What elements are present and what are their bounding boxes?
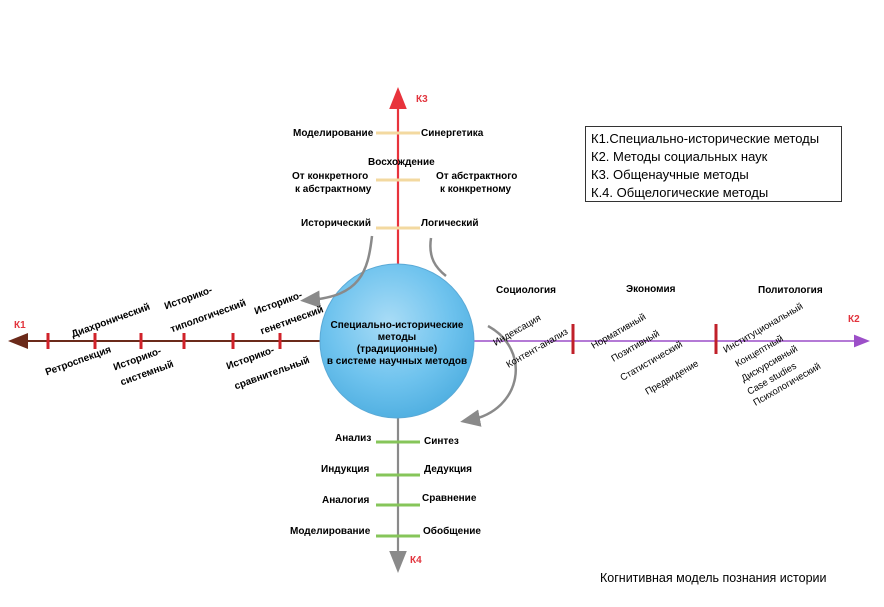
- curve-arrow-right-top: [429, 237, 447, 277]
- k3-label: К3: [416, 94, 428, 105]
- k3-term-synergetics: Синергетика: [421, 128, 484, 139]
- diagram-caption: Когнитивная модель познания истории: [600, 571, 827, 585]
- k3-term-logical: Логический: [421, 218, 479, 229]
- center-line-4: в системе научных методов: [326, 356, 468, 367]
- k3-term-ascent: Восхождение: [368, 157, 435, 168]
- legend-item-k2: К2. Методы социальных наук: [591, 149, 768, 164]
- k4-term-modeling: Моделирование: [290, 526, 371, 537]
- k2-header-economy: Экономия: [626, 284, 676, 295]
- center-line-1: Специально-исторические: [330, 320, 464, 331]
- k4-label: К4: [410, 555, 422, 566]
- curve-arrow-right-bottom: [460, 324, 517, 427]
- center-line-3: (традиционные): [356, 344, 438, 355]
- center-text: Специально-исторические методы (традицио…: [312, 320, 482, 368]
- legend-box: К1.Специально-исторические методы К2. Ме…: [585, 126, 842, 202]
- k3-term-concrete-2: к абстрактному: [295, 184, 372, 195]
- k4-term-generalization: Обобщение: [423, 526, 481, 537]
- k3-term-abstract-2: к конкретному: [440, 184, 512, 195]
- k3-term-concrete-1: От конкретного: [292, 171, 369, 182]
- k3-term-abstract-1: От абстрактного: [436, 171, 518, 182]
- k4-term-synthesis: Синтез: [424, 436, 459, 447]
- k4-term-analogy: Аналогия: [322, 495, 370, 506]
- k4-term-comparison: Сравнение: [422, 493, 477, 504]
- k4-term-induction: Индукция: [321, 464, 370, 475]
- curve-arrow-left: [300, 235, 374, 308]
- k2-label: К2: [848, 314, 860, 325]
- k4-term-analysis: Анализ: [335, 433, 372, 444]
- legend-item-k3: К3. Общенаучные методы: [591, 167, 749, 182]
- center-line-2: методы: [377, 332, 417, 343]
- k1-label: К1: [14, 320, 26, 331]
- legend-item-k1: К1.Специально-исторические методы: [591, 131, 820, 146]
- center-sphere: [319, 263, 475, 419]
- k3-term-historical: Исторический: [301, 218, 371, 229]
- k2-header-sociology: Социология: [496, 285, 556, 296]
- k2-header-politics: Политология: [758, 285, 823, 296]
- k3-term-modeling: Моделирование: [293, 128, 374, 139]
- legend-item-k4: К.4. Общелогические методы: [591, 185, 769, 200]
- k4-term-deduction: Дедукция: [424, 464, 472, 475]
